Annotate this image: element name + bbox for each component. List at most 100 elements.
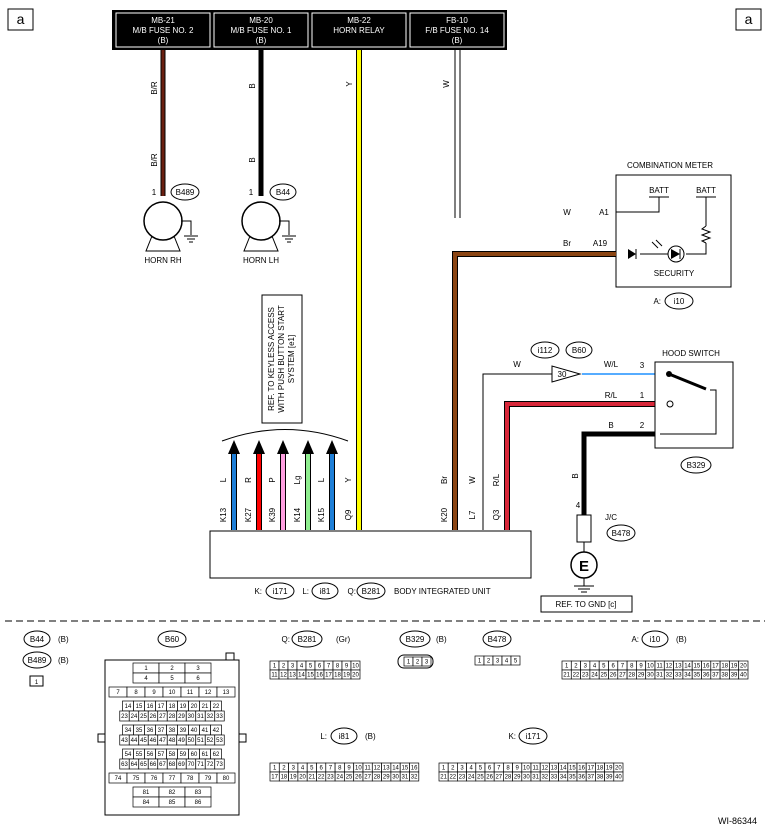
i10-pin-label: 1 <box>565 664 569 670</box>
biu-wire-pin-7: K20 <box>440 507 449 522</box>
i10-pin-label: 10 <box>647 664 654 670</box>
b60-pin-label: 80 <box>223 776 230 782</box>
i171-pin-label: 26 <box>486 775 493 781</box>
i10-pin-label: 22 <box>573 673 580 679</box>
biu-name: BODY INTEGRATED UNIT <box>394 587 491 596</box>
keyless-wire-l1 <box>228 440 240 530</box>
b60-cell <box>214 710 225 722</box>
biu-q-prefix: Q: <box>348 587 356 596</box>
fuse-mb22-id: MB-22 <box>347 16 371 25</box>
biu-wire-pin-6: Q9 <box>344 509 353 520</box>
meter-pin-a1: A1 <box>599 208 609 217</box>
biu-q-conn: B281 <box>362 587 381 596</box>
b60-pin-label: 17 <box>158 704 165 710</box>
i81-pin-label: 21 <box>309 775 316 781</box>
b281-pin-label: 18 <box>334 673 341 679</box>
b281-pin-label: 14 <box>298 673 305 679</box>
b60-pin-label: 84 <box>143 800 150 806</box>
b281-pin-label: 17 <box>325 673 332 679</box>
i81-pin-label: 8 <box>338 766 342 772</box>
i81-pin-label: 28 <box>374 775 381 781</box>
i10-pin-label: 26 <box>610 673 617 679</box>
b60-cell <box>184 796 212 808</box>
i10-pin-label: 15 <box>694 664 701 670</box>
ground-connector: B478 <box>612 529 631 538</box>
i171-pin-label: 21 <box>440 775 447 781</box>
i81-pin-label: 23 <box>327 775 334 781</box>
i171-pin-label: 16 <box>578 766 585 772</box>
horn-lh-pin: 1 <box>249 188 254 197</box>
b281-pin-label: 15 <box>307 673 314 679</box>
b60-pin-label: 30 <box>188 714 195 720</box>
i81-pin-label: 30 <box>392 775 399 781</box>
b60-pin-label: 45 <box>140 738 147 744</box>
b60-pin-label: 71 <box>197 762 204 768</box>
keyless-note-line2: WITH PUSH BUTTON START <box>277 305 286 413</box>
ground-pin: 4 <box>576 501 581 510</box>
i81-pin-label: 32 <box>411 775 418 781</box>
combination-meter-title: COMBINATION METER <box>627 161 713 170</box>
hood-pin-1: 1 <box>640 391 645 400</box>
b60-pin-label: 64 <box>131 762 138 768</box>
b60-pin-label: 52 <box>207 738 214 744</box>
fuse-mb21-name: M/B FUSE NO. 2 <box>133 26 194 35</box>
b60-pin-label: 1 <box>144 666 148 672</box>
i171-pin-label: 12 <box>541 766 548 772</box>
biu-wire-color-9: R/L <box>492 473 501 486</box>
i81-pin-label: 24 <box>336 775 343 781</box>
legend-b489: B489 <box>28 656 47 665</box>
i81-pin-label: 16 <box>411 766 418 772</box>
i81-pin-label: 15 <box>402 766 409 772</box>
hood-wire-in: W <box>513 360 521 369</box>
joint-connector: 30 i112 B60 W <box>513 341 593 383</box>
i10-pin-label: 29 <box>638 673 645 679</box>
b60-pin-label: 47 <box>159 738 166 744</box>
i171-pin-label: 17 <box>587 766 594 772</box>
joint-number: 30 <box>558 370 567 379</box>
i171-pin-label: 31 <box>532 775 539 781</box>
b60-pin-label: 32 <box>207 714 214 720</box>
legend-i10-prefix: A: <box>631 635 639 644</box>
i171-pin-label: 38 <box>597 775 604 781</box>
b60-pin-label: 25 <box>140 714 147 720</box>
i10-pin-label: 19 <box>731 664 738 670</box>
b60-pin-label: 44 <box>131 738 138 744</box>
i171-pin-label: 29 <box>514 775 521 781</box>
b60-pin-label: 39 <box>180 728 187 734</box>
meter-pin-a19: A19 <box>593 239 608 248</box>
b281-pin-label: 8 <box>336 664 340 670</box>
b60-pin-label: 33 <box>216 714 223 720</box>
biu-wire-pin-1: K13 <box>219 507 228 522</box>
b60-pin-label: 77 <box>169 776 176 782</box>
b60-pin-label: 37 <box>158 728 165 734</box>
i171-pin-label: 37 <box>587 775 594 781</box>
i81-pin-label: 6 <box>319 766 323 772</box>
biu-wire-color-7: Br <box>440 476 449 484</box>
i10-pin-label: 24 <box>591 673 598 679</box>
b60-pin-label: 10 <box>169 690 176 696</box>
i10-pin-label: 6 <box>611 664 615 670</box>
b60-pin-label: 38 <box>169 728 176 734</box>
wire-label-brr-b: B/R <box>150 153 159 167</box>
biu-connectors: K: i171 L: i81 Q: B281 BODY INTEGRATED U… <box>254 582 491 600</box>
biu-wire-color-8: W <box>468 476 477 484</box>
i171-pin-label: 15 <box>569 766 576 772</box>
b60-cell <box>214 734 225 746</box>
b60-pin-label: 49 <box>178 738 185 744</box>
biu-wire-pin-4: K14 <box>293 507 302 522</box>
i81-pin-label: 2 <box>282 766 286 772</box>
b281-pin-label: 10 <box>352 664 359 670</box>
meter-wire-a1: W <box>563 208 571 217</box>
i171-pin-label: 36 <box>578 775 585 781</box>
i10-pin-label: 9 <box>639 664 643 670</box>
b60-cell <box>214 758 225 770</box>
i81-pin-label: 10 <box>355 766 362 772</box>
b60-pin-label: 63 <box>121 762 128 768</box>
i171-pin-label: 5 <box>479 766 483 772</box>
i10-pin-label: 16 <box>703 664 710 670</box>
combination-meter: COMBINATION METER BATT BATT SECURITY A1 … <box>563 161 732 310</box>
i10-pin-label: 4 <box>593 664 597 670</box>
b60-pin-label: 7 <box>116 690 120 696</box>
